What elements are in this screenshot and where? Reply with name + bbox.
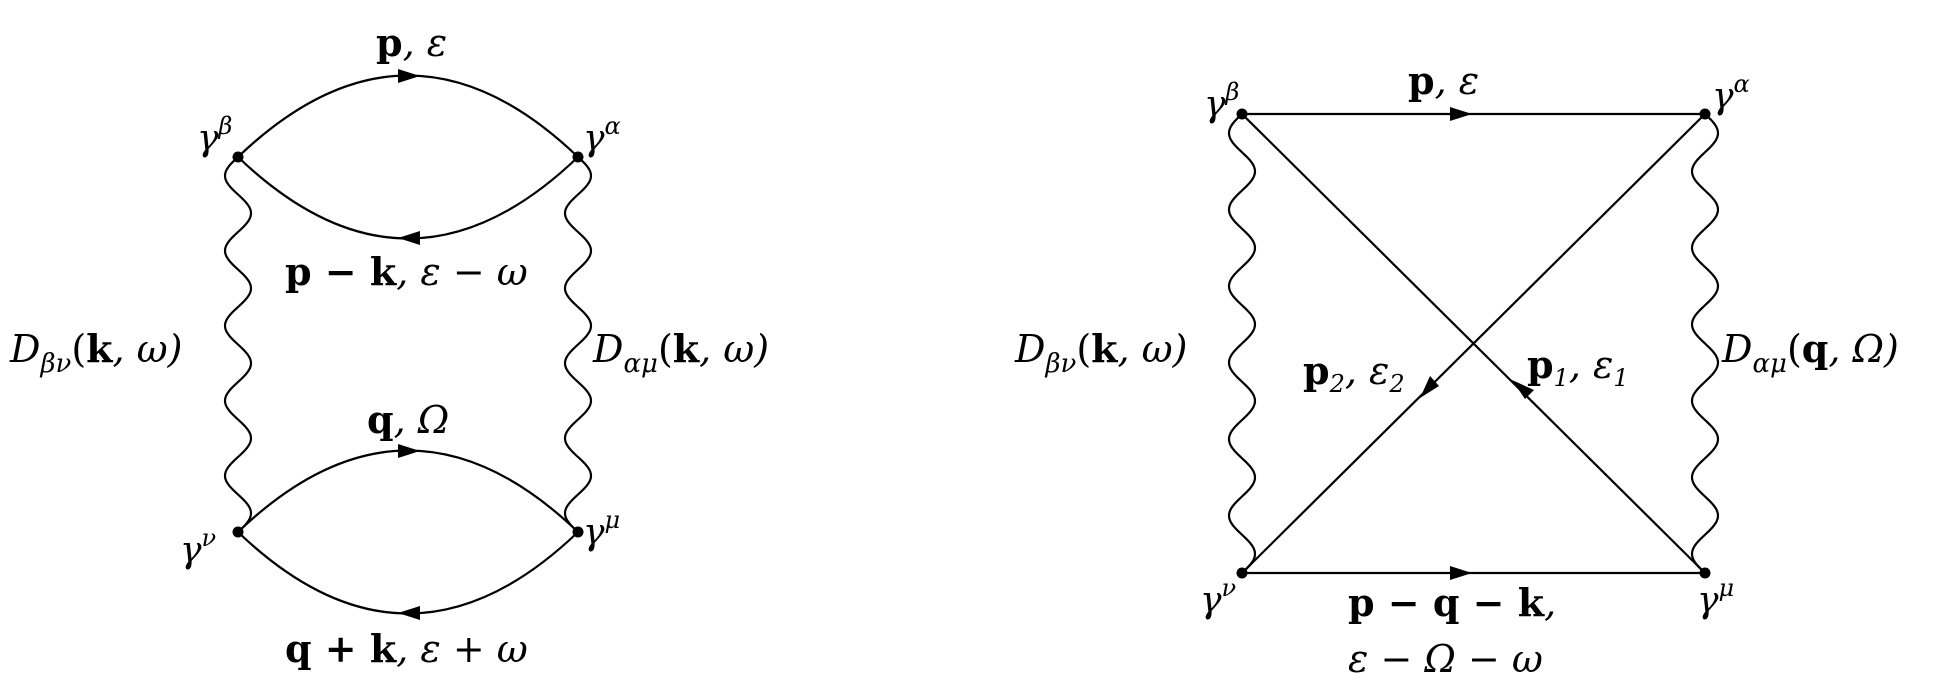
- right-vertex-label-alpha: γα: [1712, 70, 1750, 117]
- left-propagator-label-left: Dβν(k, ω): [9, 326, 182, 379]
- left-lower-arc-bottom: [237, 531, 579, 615]
- right-arrow-diag-right: [1512, 380, 1534, 399]
- right-label-bottom-line1: p − q − k,: [1348, 580, 1556, 625]
- right-vertex-top-left: [1236, 108, 1248, 120]
- right-photon-propagator-left: [1227, 113, 1257, 574]
- right-vertex-label-beta: γβ: [1204, 78, 1239, 125]
- left-label-lower-bottom: q + k, ε + ω: [285, 626, 528, 671]
- left-label-upper-top: p, ε: [376, 20, 447, 65]
- right-propagator-label-left: Dβν(k, ω): [1014, 326, 1187, 379]
- right-photon-propagator-right: [1690, 113, 1720, 574]
- left-diagram: γβ γα γν γμ p, ε p − k, ε − ω q, Ω q + k…: [9, 20, 769, 671]
- left-photon-propagator-right: [563, 156, 593, 533]
- left-vertex-label-beta: γβ: [197, 112, 232, 159]
- right-arrow-diag-left: [1420, 376, 1439, 398]
- left-vertex-top-right: [572, 151, 584, 163]
- left-arrow-lower-bottom: [398, 606, 420, 620]
- left-upper-arc-top: [237, 74, 579, 158]
- right-label-bottom-line2: ε − Ω − ω: [1348, 637, 1543, 681]
- right-vertex-label-mu: γμ: [1697, 574, 1734, 621]
- left-photon-propagator-left: [223, 156, 253, 533]
- left-vertex-label-alpha: γα: [583, 112, 621, 159]
- left-label-lower-top: q, Ω: [367, 397, 449, 442]
- left-arrow-upper-top: [398, 69, 420, 83]
- left-vertex-label-mu: γμ: [583, 506, 620, 553]
- right-label-diag-left: p2, ε2: [1303, 348, 1405, 398]
- left-vertex-bottom-right: [572, 526, 584, 538]
- left-lower-arc-top: [237, 449, 579, 533]
- left-vertex-top-left: [232, 151, 244, 163]
- left-vertex-bottom-left: [232, 526, 244, 538]
- left-label-upper-bottom: p − k, ε − ω: [285, 249, 528, 294]
- right-label-diag-right: p1, ε1: [1527, 342, 1629, 392]
- right-label-top: p, ε: [1408, 58, 1479, 103]
- left-arrow-upper-bottom: [398, 231, 420, 245]
- right-vertex-label-nu: γν: [1200, 574, 1236, 621]
- left-vertex-label-nu: γν: [180, 524, 216, 571]
- right-arrow-top: [1450, 107, 1472, 121]
- left-upper-arc-bottom: [237, 156, 579, 240]
- right-propagator-label-right: Dαμ(q, Ω): [1721, 326, 1899, 379]
- left-arrow-lower-top: [398, 444, 420, 458]
- left-propagator-label-right: Dαμ(k, ω): [592, 326, 769, 379]
- right-arrow-bottom: [1450, 566, 1472, 580]
- right-diagram: γβ γα γν γμ p, ε p − q − k, ε − Ω − ω p2…: [1014, 58, 1899, 681]
- right-vertex-bottom-right: [1699, 567, 1711, 579]
- right-vertex-bottom-left: [1236, 567, 1248, 579]
- right-vertex-top-right: [1699, 108, 1711, 120]
- right-line-diag-alpha-nu: [1241, 113, 1706, 574]
